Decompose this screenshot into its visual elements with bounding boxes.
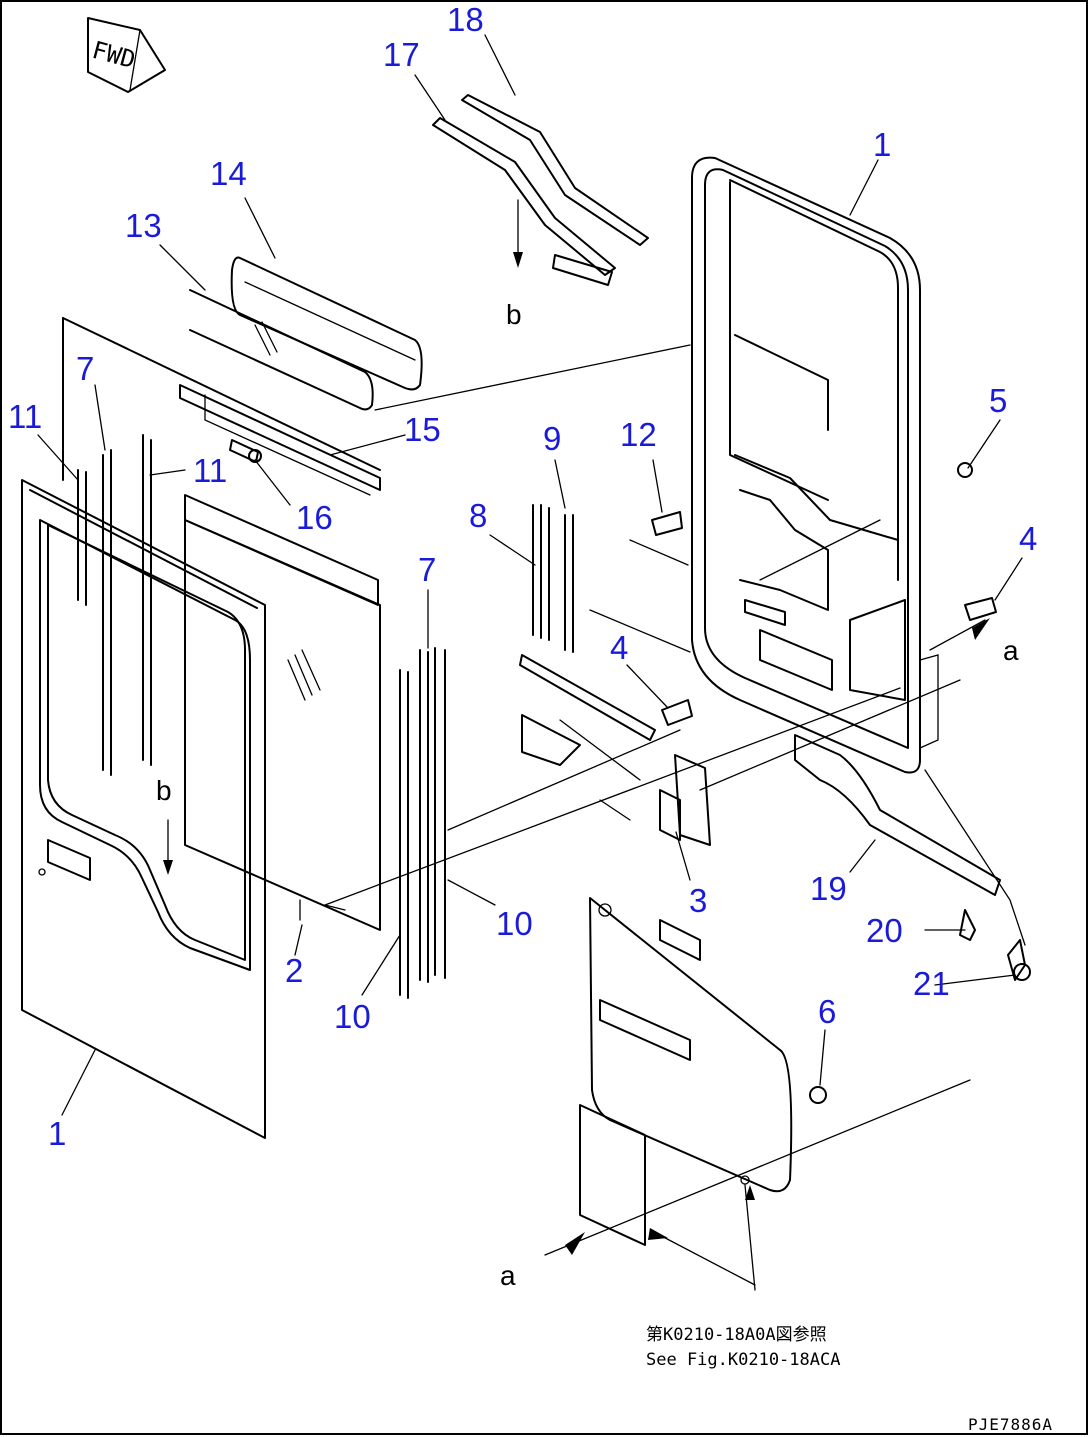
part-4-5-12-fasteners	[651, 462, 997, 726]
part-2-glass-panel	[62, 317, 381, 931]
part-7-11-strips-left	[77, 434, 152, 776]
drawing-code: PJE7886A	[968, 1415, 1053, 1434]
callout-2: 2	[285, 952, 303, 989]
callout-10-left: 10	[334, 998, 371, 1035]
callout-11-center: 11	[193, 452, 227, 489]
callout-1-panel: 1	[48, 1115, 66, 1152]
part-17-18-rails	[432, 94, 649, 286]
part-13-14-upper-glass	[189, 256, 423, 411]
callout-7-left: 7	[76, 350, 94, 387]
leader-lines	[37, 34, 1026, 1291]
part-6-clip	[809, 1086, 827, 1104]
callout-16: 16	[296, 499, 333, 536]
fwd-label: FWD	[89, 36, 138, 74]
callout-21: 21	[913, 965, 950, 1002]
ref-a-right: a	[1003, 635, 1019, 666]
reference-caption-jp: 第K0210-18A0A図参照	[646, 1325, 827, 1345]
callout-7-right: 7	[418, 551, 436, 588]
callout-13: 13	[125, 207, 162, 244]
callout-10-right: 10	[496, 905, 533, 942]
callout-20: 20	[866, 912, 903, 949]
callout-11-left: 11	[8, 398, 42, 435]
callout-6: 6	[818, 993, 836, 1030]
callout-14: 14	[210, 155, 247, 192]
part-3-regulator	[519, 654, 711, 846]
callout-3: 3	[689, 882, 707, 919]
inner-trim-panel	[579, 897, 793, 1246]
part-1-door-frame-right	[691, 156, 939, 774]
callout-4-right: 4	[1019, 520, 1037, 557]
reference-letters: b b a a	[156, 299, 1019, 1291]
callout-4-center: 4	[610, 629, 628, 666]
part-7-10-strips-right	[399, 647, 446, 999]
ref-b-top: b	[506, 299, 522, 330]
part-19-20-21-brace	[794, 734, 1031, 981]
callout-12: 12	[620, 416, 657, 453]
callout-numbers: 18 17 1 14 13 7 11 11 15 16 5 12 9 8 4 7…	[8, 1, 1037, 1152]
callout-17: 17	[383, 36, 420, 73]
callout-15: 15	[404, 411, 441, 448]
callout-1-frame: 1	[873, 126, 891, 163]
callout-9: 9	[543, 420, 561, 457]
callout-18: 18	[447, 1, 484, 38]
callout-19: 19	[810, 870, 847, 907]
reference-caption-en: See Fig.K0210-18ACA	[646, 1350, 840, 1370]
fwd-marker: FWD	[87, 17, 166, 93]
ref-b-left: b	[156, 775, 172, 806]
callout-8: 8	[469, 497, 487, 534]
part-1-door-panel-left	[21, 479, 266, 1139]
part-8-9-channels	[532, 504, 574, 653]
callout-5: 5	[989, 382, 1007, 419]
ref-a-bottom: a	[500, 1260, 516, 1291]
